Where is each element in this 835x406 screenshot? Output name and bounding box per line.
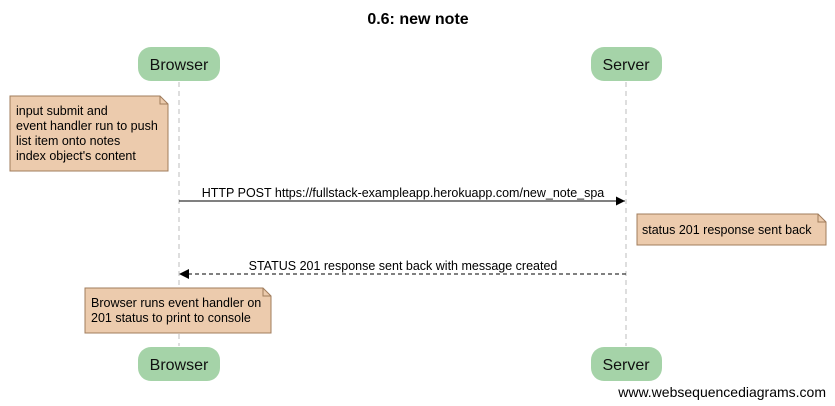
note-line: list item onto notes	[16, 134, 120, 148]
note-line: Browser runs event handler on	[91, 296, 261, 310]
message-status-201: STATUS 201 response sent back with messa…	[179, 259, 626, 279]
actor-server-label: Server	[602, 57, 650, 74]
actor-browser-label: Browser	[150, 57, 209, 74]
actor-server-top: Server	[591, 47, 662, 81]
actor-browser-top: Browser	[138, 47, 220, 81]
note-line: status 201 response sent back	[642, 223, 812, 237]
actor-server-bottom: Server	[591, 347, 662, 381]
actor-browser-label: Browser	[150, 357, 209, 374]
arrowhead	[179, 269, 189, 279]
note-browser-event-handler: Browser runs event handler on 201 status…	[84, 287, 272, 334]
message-http-post: HTTP POST https://fullstack-exampleapp.h…	[179, 186, 625, 206]
message-label: HTTP POST https://fullstack-exampleapp.h…	[202, 186, 605, 200]
note-line: event handler run to push	[16, 119, 158, 133]
note-status-201: status 201 response sent back	[636, 213, 827, 246]
note-line: input submit and	[16, 104, 108, 118]
actor-browser-bottom: Browser	[138, 347, 220, 381]
actor-server-label: Server	[602, 357, 650, 374]
note-line: 201 status to print to console	[91, 311, 251, 325]
note-input-submit: input submit and event handler run to pu…	[9, 95, 169, 172]
note-line: index object's content	[16, 149, 136, 163]
diagram-title: 0.6: new note	[367, 11, 468, 28]
watermark-link[interactable]: www.websequencediagrams.com	[617, 384, 826, 400]
message-label: STATUS 201 response sent back with messa…	[249, 259, 558, 273]
